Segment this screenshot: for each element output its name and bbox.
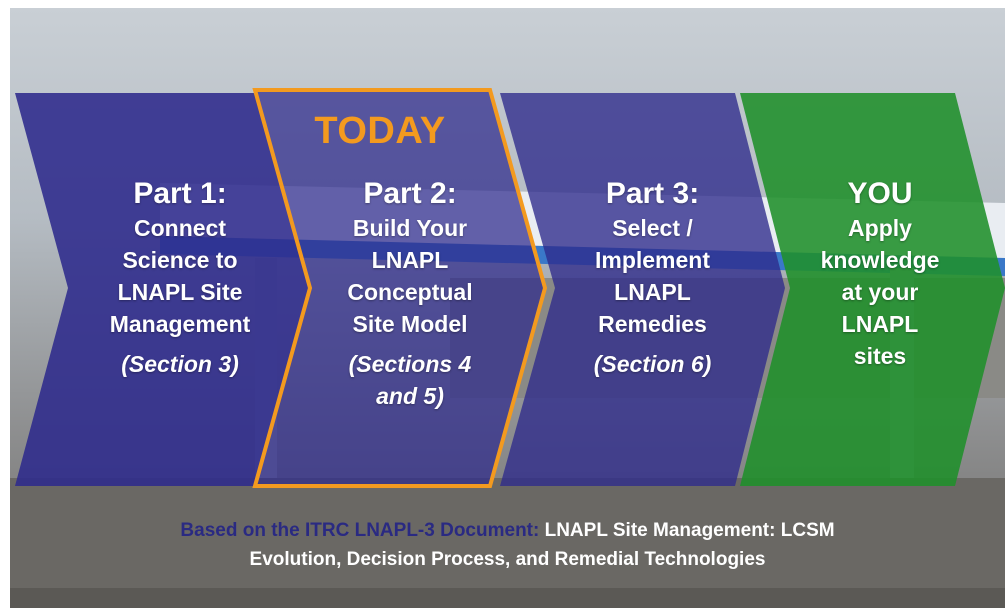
- chevron-4-text: YOU Apply knowledge at your LNAPL sites: [790, 176, 970, 372]
- chevron-4-line: sites: [853, 343, 907, 369]
- chevron-4-line: knowledge: [820, 247, 940, 273]
- chevron-1-section: (Section 3): [121, 351, 239, 377]
- chevron-2-section-line: (Sections 4: [348, 351, 472, 377]
- ground: [10, 478, 1005, 608]
- chevron-2-line: LNAPL: [371, 247, 449, 273]
- chevron-1-line: Connect: [134, 215, 226, 241]
- chevron-part-3: [500, 93, 785, 486]
- chevron-4-line: at your: [841, 279, 919, 305]
- chevron-3-heading: Part 3:: [605, 177, 700, 210]
- chevron-3-line: LNAPL: [614, 279, 691, 305]
- chevron-2-line: Site Model: [352, 311, 468, 337]
- ground-edge: [10, 588, 1005, 608]
- chevron-1-text: Part 1: Connect Science to LNAPL Site Ma…: [70, 176, 290, 380]
- chevron-1-line: Science to: [122, 247, 238, 273]
- chevron-3-line: Implement: [594, 247, 711, 273]
- chevron-1-heading: Part 1:: [133, 177, 227, 210]
- chevron-2-section: (Sections 4 and 5): [310, 348, 510, 412]
- chevron-4-heading: YOU: [847, 177, 913, 210]
- chevron-2-text: Part 2: Build Your LNAPL Conceptual Site…: [310, 176, 510, 412]
- chevron-part-2: [252, 88, 548, 488]
- footer-line-1: Based on the ITRC LNAPL-3 Document: LNAP…: [10, 516, 1005, 545]
- chevron-2-line: Build Your: [352, 215, 468, 241]
- chevron-1-line: LNAPL Site: [117, 279, 243, 305]
- slide: TODAY Part 1: Connect Science to LNAPL S…: [10, 8, 1005, 608]
- footer-title-part-2: Evolution, Decision Process, and Remedia…: [249, 549, 766, 570]
- chevron-4-line: Apply: [848, 215, 912, 241]
- today-label: TODAY: [314, 110, 446, 152]
- chevron-2-section-line: and 5): [376, 383, 444, 409]
- chevron-4-line: LNAPL: [841, 311, 919, 337]
- chevron-3-section: (Section 6): [593, 351, 712, 377]
- footer-prefix: Based on the ITRC LNAPL-3 Document:: [180, 520, 540, 541]
- chevron-part-1: [15, 93, 310, 486]
- chevron-3-text: Part 3: Select / Implement LNAPL Remedie…: [555, 176, 750, 380]
- chevron-2-heading: Part 2:: [363, 177, 457, 210]
- chevron-you: [740, 93, 1005, 486]
- chevron-3-line: Select /: [612, 215, 693, 241]
- gas-station-background: [10, 88, 1005, 608]
- chevron-1-line: Management: [109, 311, 251, 337]
- footer-title-part-1: LNAPL Site Management: LCSM: [544, 520, 835, 541]
- chevron-3-line: Remedies: [598, 311, 707, 337]
- chevron-2-line: Conceptual: [347, 279, 473, 305]
- footer-caption: Based on the ITRC LNAPL-3 Document: LNAP…: [10, 516, 1005, 574]
